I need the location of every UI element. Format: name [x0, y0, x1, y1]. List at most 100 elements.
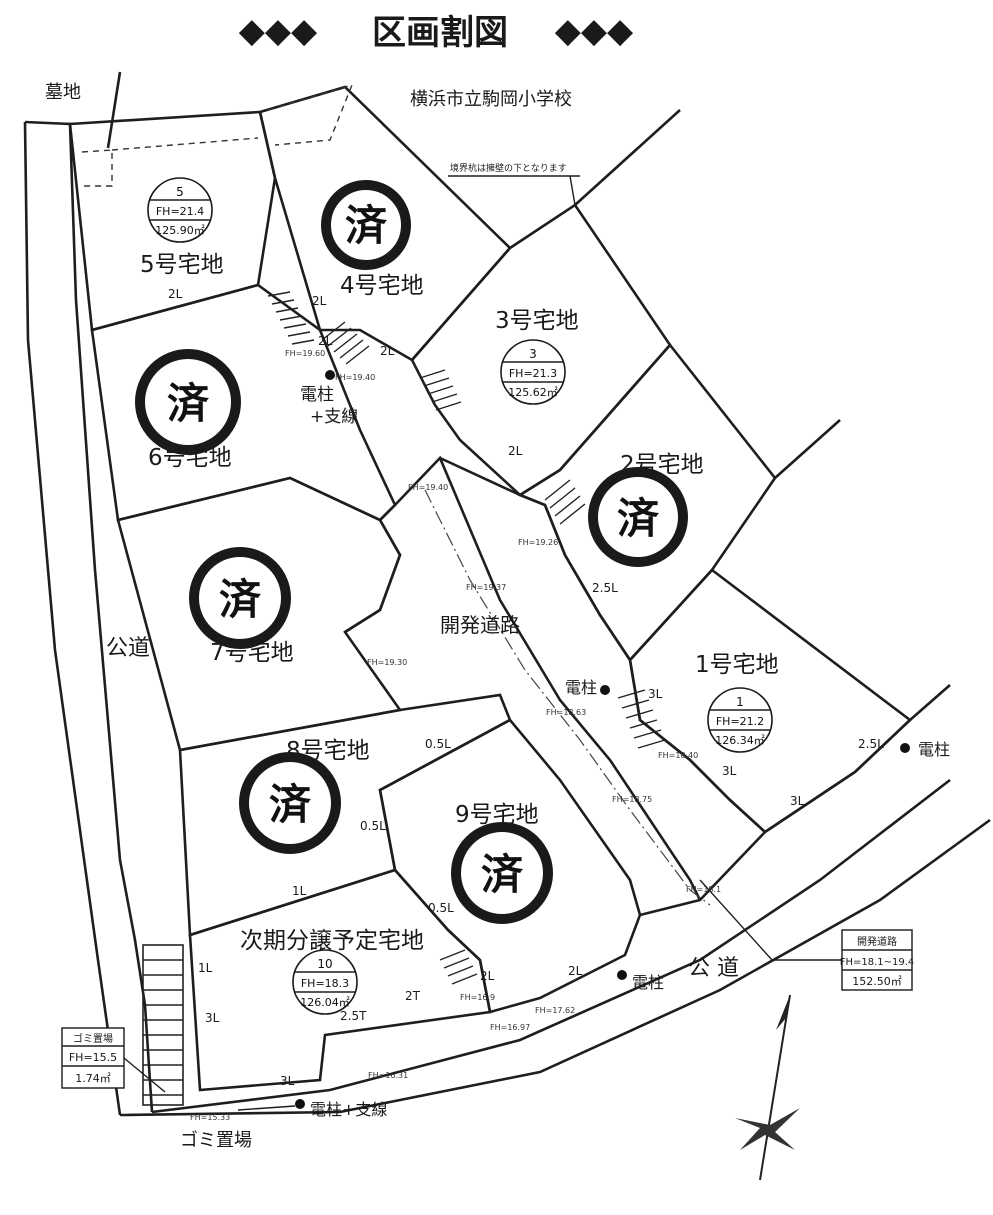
ne-boundary-line: [574, 109, 681, 206]
stairs-lot2: [544, 479, 586, 525]
lot5-badge: 5 FH=21.4 125.90㎡: [147, 177, 213, 243]
lot5-label: 5号宅地: [140, 252, 224, 278]
lot1-badge-num: 1: [736, 695, 744, 709]
lot10-badge-fh: FH=18.3: [301, 977, 349, 990]
dev-road-east-edge: [519, 493, 766, 833]
lot6-sold-stamp: 済: [135, 349, 241, 455]
lot7-sold-stamp: 済: [189, 547, 291, 649]
title-marks-left: ◆◆◆: [239, 11, 318, 51]
garbage-info-box: ゴミ置場 FH=15.5 1.74㎡: [61, 1027, 166, 1093]
wall-mark: 2L: [568, 964, 583, 978]
lot1-badge-area: 126.34㎡: [715, 734, 765, 747]
pole-1-label: 電柱: [565, 678, 597, 697]
lot2-sold-mark: 済: [617, 494, 660, 543]
fh-mark: FH=18.1: [686, 885, 721, 894]
wall-mark: 3L: [280, 1074, 295, 1088]
fh-mark: FH=19.37: [466, 583, 506, 592]
pole-3-dot: [617, 970, 627, 980]
pole-3-label: 電柱: [632, 973, 664, 992]
fh-mark: FH=18.63: [546, 708, 586, 717]
lot5-badge-num: 5: [176, 185, 184, 199]
public-road-left-edge-outer: [24, 120, 154, 1113]
wall-mark: 2L: [168, 287, 183, 301]
wall-mark: 3L: [648, 687, 663, 701]
wall-mark: 2L: [380, 344, 395, 358]
wall-mark: 2.5L: [858, 737, 884, 751]
dev-road-info-box: 開発道路 FH=18.1~19.4 152.50㎡: [699, 879, 915, 991]
pole-wire-1-label-b: +支線: [310, 407, 358, 427]
lot9-sold-stamp: 済: [451, 822, 553, 924]
lot2-sold-stamp: 済: [588, 467, 688, 567]
wall-mark: 0.5L: [425, 737, 451, 751]
stairs-lot4: [321, 321, 370, 365]
lot3-label: 3号宅地: [495, 308, 579, 334]
north-arrow-icon: [735, 994, 800, 1181]
stairs-lot6: [267, 291, 315, 345]
fh-mark: FH=16.9: [460, 993, 495, 1002]
wall-mark: 1L: [198, 961, 213, 975]
boundary-note-leader: [569, 175, 576, 206]
lot1-boundary: [628, 568, 913, 834]
wall-mark: 2L: [312, 294, 327, 308]
lot4-label: 4号宅地: [340, 273, 424, 299]
public-road-bottom-label: 公 道: [688, 956, 739, 981]
cemetery-label: 墓地: [45, 82, 81, 103]
wall-mark: 3L: [205, 1011, 220, 1025]
pole-wire-2-arrow: [237, 1105, 296, 1111]
lot3-badge-num: 3: [529, 347, 537, 361]
lot5-wall-dashed: [81, 149, 113, 187]
dev-road-label: 開発道路: [440, 613, 520, 637]
stairs-lot10: [439, 949, 478, 985]
lot8-sold-mark: 済: [269, 780, 312, 829]
lot1-badge-fh: FH=21.2: [716, 715, 764, 728]
fh-mark: FH=16.97: [490, 1023, 530, 1032]
stairs-lot1: [617, 689, 666, 749]
lot10-boundary: [188, 868, 492, 1092]
lot8-sold-stamp: 済: [239, 752, 341, 854]
lot1-road-frontage: [639, 684, 951, 917]
lot3-badge: 3 FH=21.3 125.62㎡: [500, 339, 566, 405]
title-marks-right: ◆◆◆: [555, 11, 634, 51]
lot4-wall-dashed: [267, 83, 354, 146]
fh-mark: FH=19.40: [408, 483, 448, 492]
dev-road-info-title: 開発道路: [857, 935, 897, 948]
lot1-label: 1号宅地: [695, 652, 779, 678]
garbage-info-area: 1.74㎡: [75, 1072, 111, 1085]
lot4-sold-stamp: 済: [321, 180, 411, 270]
lot5-boundary: [68, 110, 277, 332]
wall-mark: 1L: [292, 884, 307, 898]
lot10-label: 次期分譲予定宅地: [240, 928, 424, 954]
lot10-badge-area: 126.04㎡: [300, 996, 350, 1009]
dev-road-info-fh: FH=18.1~19.4: [840, 957, 915, 968]
lot10-badge: 10 FH=18.3 126.04㎡: [292, 949, 358, 1015]
public-road-bottom-edge-inner: [151, 778, 951, 1114]
fh-mark: FH=15.33: [190, 1113, 230, 1122]
dev-road-centreline: [424, 489, 711, 906]
wall-mark: 2L: [480, 969, 495, 983]
lot5-badge-fh: FH=21.4: [156, 205, 204, 218]
pole-2-dot: [900, 743, 910, 753]
public-road-bottom-edge-outer: [119, 818, 991, 1117]
pole-wire-1-dot: [325, 370, 335, 380]
dev-road-top-edge: [439, 456, 521, 497]
fh-mark: FH=17.62: [535, 1006, 575, 1015]
fh-mark: FH=18.40: [658, 751, 698, 760]
fh-mark: FH=19.40: [335, 373, 375, 382]
wall-mark: 2.5L: [592, 581, 618, 595]
stairs-lot3: [419, 369, 462, 411]
garbage-label: ゴミ置場: [180, 1130, 252, 1151]
lot6-sold-mark: 済: [167, 379, 210, 428]
wall-mark: 2.5T: [340, 1009, 367, 1023]
public-road-left-edge-inner: [23, 121, 122, 1116]
page-title: 区画割図: [372, 13, 508, 53]
public-road-left-label: 公道: [106, 636, 150, 661]
wall-mark: 3L: [722, 764, 737, 778]
dev-road-info-area: 152.50㎡: [852, 975, 902, 988]
lot4-sold-mark: 済: [345, 201, 388, 250]
wall-mark: 0.5L: [428, 901, 454, 915]
wall-mark: 2L: [318, 334, 333, 348]
wall-mark: 2T: [405, 989, 421, 1003]
lot5-badge-area: 125.90㎡: [155, 224, 205, 237]
school-label: 横浜市立駒岡小学校: [410, 89, 572, 110]
garbage-info-title: ゴミ置場: [73, 1032, 113, 1045]
